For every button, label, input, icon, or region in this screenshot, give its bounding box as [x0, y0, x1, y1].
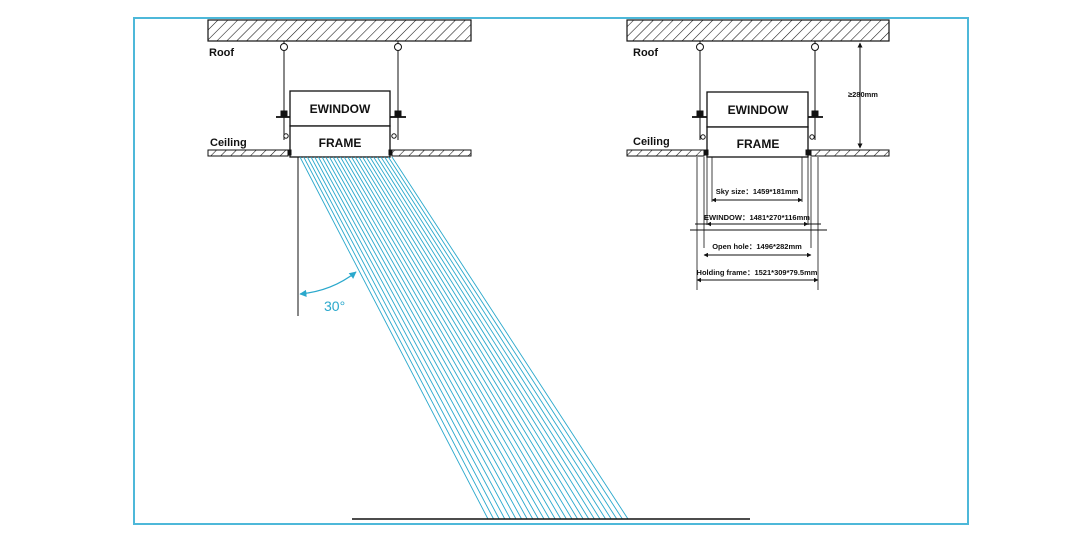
angle-arc [299, 271, 357, 297]
right-ewindow-label: EWINDOW [728, 103, 789, 117]
dimension-lines [690, 197, 827, 283]
left-ceiling-slab-right [391, 149, 472, 157]
right-roof-slab [626, 19, 890, 42]
right-ceiling-slab-left [626, 149, 705, 157]
left-frame-box [289, 125, 391, 158]
dimension-ewindow: EWINDOW：1481*270*116mm [704, 213, 810, 222]
right-diagram: Roof EWINDOW FRAME Ceiling [626, 19, 890, 290]
light-ray [314, 156, 511, 520]
light-ray [303, 156, 494, 520]
light-ray [351, 156, 567, 520]
light-ray [340, 156, 550, 520]
right-frame-label: FRAME [737, 137, 780, 151]
angle-label: 30° [324, 298, 345, 314]
dimension-extension-lines [696, 157, 819, 290]
right-roof-label: Roof [633, 47, 658, 59]
left-roof-label: Roof [209, 47, 234, 59]
right-ewindow-box [706, 91, 809, 128]
height-dimension-label: ≥280mm [848, 90, 878, 99]
light-ray [336, 156, 545, 520]
left-ewindow-label: EWINDOW [310, 102, 371, 116]
dimension-open-hole: Open hole：1496*282mm [712, 242, 802, 251]
light-ray [358, 156, 578, 520]
light-ray [380, 156, 612, 520]
left-frame-label: FRAME [319, 136, 362, 150]
light-ray [343, 156, 556, 520]
dimension-sky-size: Sky size：1459*181mm [716, 187, 799, 196]
light-ray [347, 156, 562, 520]
light-ray [391, 156, 629, 520]
right-hanger-rods [692, 41, 823, 140]
light-ray [329, 156, 534, 520]
light-ray [310, 156, 506, 520]
light-ray [362, 156, 584, 520]
diagram-border [133, 17, 969, 525]
height-dimension [854, 40, 866, 151]
right-frame-box [706, 126, 809, 158]
left-hanger-rods [276, 41, 406, 140]
light-ray [376, 156, 606, 520]
light-ray [354, 156, 573, 520]
dimension-holding-frame: Holding frame：1521*309*79.5mm [697, 268, 818, 277]
light-ray [384, 156, 618, 520]
light-ray [321, 156, 522, 520]
light-ray [369, 156, 595, 520]
left-ceiling-label: Ceiling [210, 137, 247, 149]
left-ewindow-box [289, 90, 391, 127]
right-ceiling-slab-right [810, 149, 890, 157]
light-ray [306, 156, 500, 520]
light-beam [299, 156, 629, 520]
light-ray [365, 156, 590, 520]
light-ray [318, 156, 517, 520]
left-ceiling-slab-left [207, 149, 289, 157]
left-diagram: Roof EWINDOW FRAME Ceiling [207, 19, 750, 520]
left-roof-slab [207, 19, 472, 42]
light-ray [387, 156, 623, 520]
light-ray [373, 156, 601, 520]
light-ray [332, 156, 539, 520]
light-ray [325, 156, 528, 520]
light-ray [299, 156, 489, 520]
right-ceiling-label: Ceiling [633, 136, 670, 148]
